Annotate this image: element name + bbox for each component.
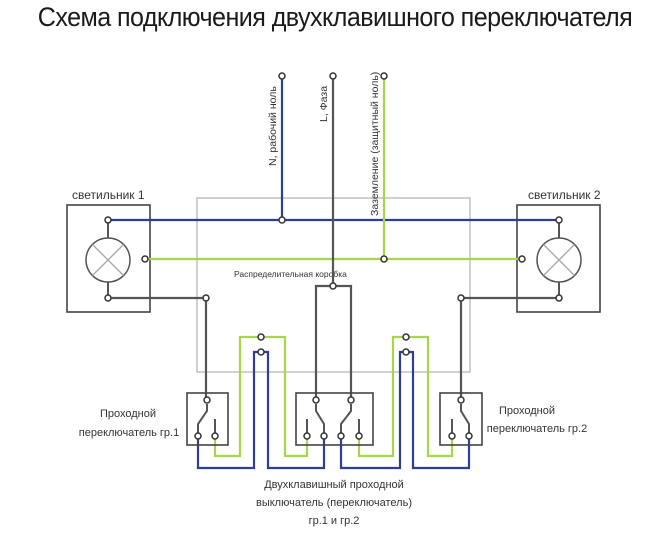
lamp-1-label: светильник 1: [72, 188, 145, 202]
center-switch-label-line-2: выключатель (переключатель): [256, 497, 412, 509]
switch-1-label-line-1: Проходной: [100, 408, 156, 420]
lamp-2-icon: [536, 220, 582, 298]
ground-input-label: Заземление (защитный ноль): [369, 72, 381, 216]
lamp-2-return-wire: [459, 296, 559, 400]
center-switch-blades-icon: [306, 404, 360, 433]
phase-to-center-switch-wire: [314, 284, 353, 400]
junction-box-label: Распределительная коробка: [234, 269, 347, 279]
traveler-blue-1-wire: [196, 350, 326, 470]
switch-1-box: [186, 392, 229, 446]
switch-2-blade-icon: [451, 404, 470, 433]
terminal-points: [104, 72, 563, 440]
phase-input-label: L, Фаза: [318, 86, 330, 122]
lamp-1-icon: [85, 220, 131, 298]
neutral-input-label: N, рабочий ноль: [267, 86, 279, 166]
lamp-2-label: светильник 2: [528, 188, 601, 202]
center-switch-label-line-1: Двухклавишный проходной: [264, 479, 404, 491]
lamp-1-return-wire: [108, 296, 208, 400]
diagram-title: Схема подключения двухклавишного переклю…: [37, 2, 633, 32]
switch-2-label-line-2: переключатель гр.2: [487, 423, 587, 435]
center-switch-label-line-3: гр.1 и гр.2: [309, 515, 360, 527]
center-switch-box: [295, 392, 374, 446]
traveler-blue-2-wire: [339, 350, 471, 470]
traveler-green-2-wire: [357, 335, 454, 458]
switch-2-box: [439, 392, 483, 446]
switch-2-label-line-1: Проходной: [499, 405, 555, 417]
switch-1-blade-icon: [197, 404, 216, 433]
switch-1-label-line-2: переключатель гр.1: [79, 427, 179, 439]
